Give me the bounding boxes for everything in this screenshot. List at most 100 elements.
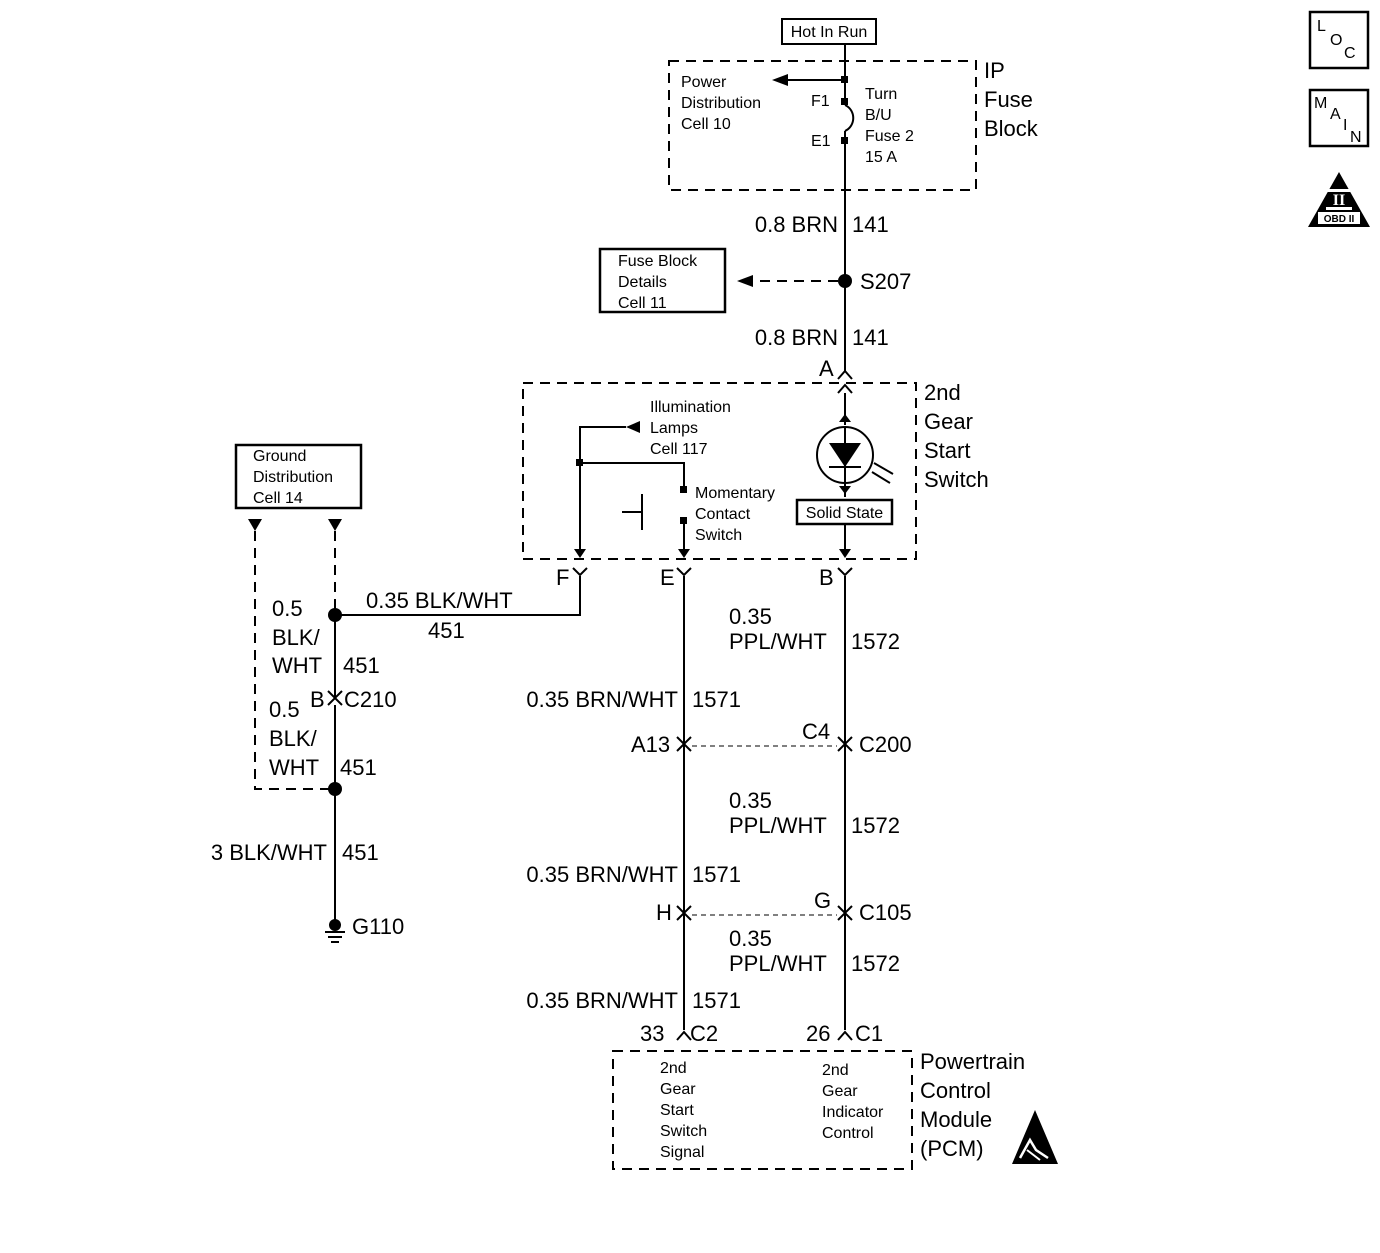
light-emission-icon [873,462,894,475]
pcm-pin-26-icon [837,1030,853,1041]
loc-icon-letter-c: C [1344,45,1356,62]
wire-1571-a-circuit: 1571 [692,687,741,712]
illumination-ref-3: Cell 117 [650,441,708,458]
illumination-ref-1: Illumination [650,399,731,416]
ground-distribution-ref [234,443,363,510]
splice-s207 [838,274,852,288]
pcm-left-label-1: 2nd [660,1060,687,1077]
fuse-label-3: Fuse 2 [865,128,914,145]
illumination-arrow-head [626,421,640,433]
wire-1572-b-circuit: 1572 [851,813,900,838]
ip-fuse-block-label-3: Block [984,116,1039,141]
main-icon-letter-i: I [1343,117,1347,134]
connector-c210-label: C210 [344,687,397,712]
second-gear-start-switch: 2nd Gear Start Switch Illumination Lamps… [522,380,989,560]
wire-141-top-circuit: 141 [852,212,889,237]
power-distribution-ref-3: Cell 10 [681,116,731,133]
connector-c105-label: C105 [859,900,912,925]
wire-141-bottom-circuit: 141 [852,325,889,350]
wire-1572-c-line1: 0.35 [729,926,772,951]
connector-c200-label: C200 [859,732,912,757]
pcm-label-2: Control [920,1078,991,1103]
pcm-left-label-4: Switch [660,1123,707,1140]
wire-1572-b-line2: PPL/WHT [729,813,827,838]
illumination-wire [579,426,626,550]
momentary-switch-label-3: Switch [695,527,742,544]
wire-1572-c-circuit: 1572 [851,951,900,976]
connector-c210-lower [327,696,343,706]
ground-distribution-2: Distribution [253,469,333,486]
hot-in-run-label: Hot In Run [781,18,877,45]
pcm-label-1: Powertrain [920,1049,1025,1074]
wire-451-c-gauge: 3 BLK/WHT [211,840,327,865]
fuse-terminal-e1-label: E1 [811,133,831,150]
ground-g110-label: G110 [352,914,404,939]
pcm-pin-26: 26 [806,1021,830,1046]
pin-f-icon [572,567,588,577]
fuse-label-2: B/U [865,107,892,124]
switch-label-4: Switch [924,467,989,492]
pcm-right-label-1: 2nd [822,1062,849,1079]
solid-state-label: Solid State [806,505,883,522]
pin-e-icon [676,567,692,577]
fuse-block-details-3: Cell 11 [618,295,667,312]
connector-pin-a-upper [837,369,853,380]
ip-fuse-block-label-1: IP [984,58,1005,83]
pin-f-label: F [556,565,569,590]
wire-1571-c-circuit: 1571 [692,988,741,1013]
fuse-terminal-f1 [841,98,848,105]
wire-451-a-circuit: 451 [343,653,380,678]
ground-distribution-3: Cell 14 [253,490,303,507]
splice-s207-label: S207 [860,269,911,294]
obd-ii-icon[interactable]: II OBD II [1308,172,1370,227]
wire-451-horizontal-gauge: 0.35 BLK/WHT [366,588,513,613]
hot-in-run-text: Hot In Run [791,24,867,41]
ip-fuse-block-label-2: Fuse [984,87,1033,112]
circuit-141: 0.8 BRN 141 S207 0.8 BRN 141 A [737,190,911,394]
wire-141-top-gauge: 0.8 BRN [755,212,838,237]
ground-distribution-dashed-path [254,531,335,790]
loc-icon-letter-l: L [1317,18,1326,35]
wire-1572-c-line2: PPL/WHT [729,951,827,976]
pcm-right-label-3: Indicator [822,1104,884,1121]
wire-451-horizontal [335,576,581,616]
connector-c105-pin-g: G [814,888,831,913]
pcm-left-label-5: Signal [660,1144,704,1161]
fuse-block-details-1: Fuse Block [618,253,698,270]
wire-451-b-circuit: 451 [340,755,377,780]
ground-g110-icon [329,919,341,931]
ip-fuse-block: IP Fuse Block Power Distribution Cell 10… [668,45,1039,191]
pcm-pin-33-icon [676,1030,692,1041]
connector-c210-pin: B [310,687,325,712]
fuse-icon [844,104,855,132]
main-icon-letter-a: A [1330,106,1341,123]
main-icon[interactable]: M A I N [1308,88,1370,148]
wire-1572-a-line2: PPL/WHT [729,629,827,654]
circuit-1572: 0.35 PPL/WHT 1572 0.35 PPL/WHT 1572 0.35… [729,576,900,1030]
wire-451-a-line1: 0.5 [272,596,303,621]
wire-451-a-line2: BLK/ [272,625,321,650]
power-distribution-ref-1: Power [681,74,727,91]
momentary-switch-contact [680,486,687,493]
loc-icon-letter-o: O [1330,32,1342,49]
esd-warning-icon [1012,1110,1058,1164]
wire-1572-b-line1: 0.35 [729,788,772,813]
ground-splice-lower [328,782,342,796]
switch-label-2: Gear [924,409,973,434]
wire-1572-a-circuit: 1572 [851,629,900,654]
wire-451-c-circuit: 451 [342,840,379,865]
wire-1571-b-circuit: 1571 [692,862,741,887]
switch-connector-pins: F E B [556,565,853,590]
powertrain-control-module: 33 C2 26 C1 2nd Gear Start Switch Signal… [612,1021,1058,1170]
main-icon-letter-m: M [1314,95,1327,112]
wire-451-a-line3: WHT [272,653,322,678]
wire-1571-b-gauge: 0.35 BRN/WHT [526,862,678,887]
circuit-1571: 0.35 BRN/WHT 1571 0.35 BRN/WHT 1571 0.35… [526,576,741,1030]
pcm-label-4: (PCM) [920,1136,984,1161]
loc-icon[interactable]: L O C [1308,10,1370,70]
power-distribution-ref-2: Distribution [681,95,761,112]
fuse-label-4: 15 A [865,149,897,166]
connector-c200-pin-c4: C4 [802,719,830,744]
wire-141-bottom-gauge: 0.8 BRN [755,325,838,350]
